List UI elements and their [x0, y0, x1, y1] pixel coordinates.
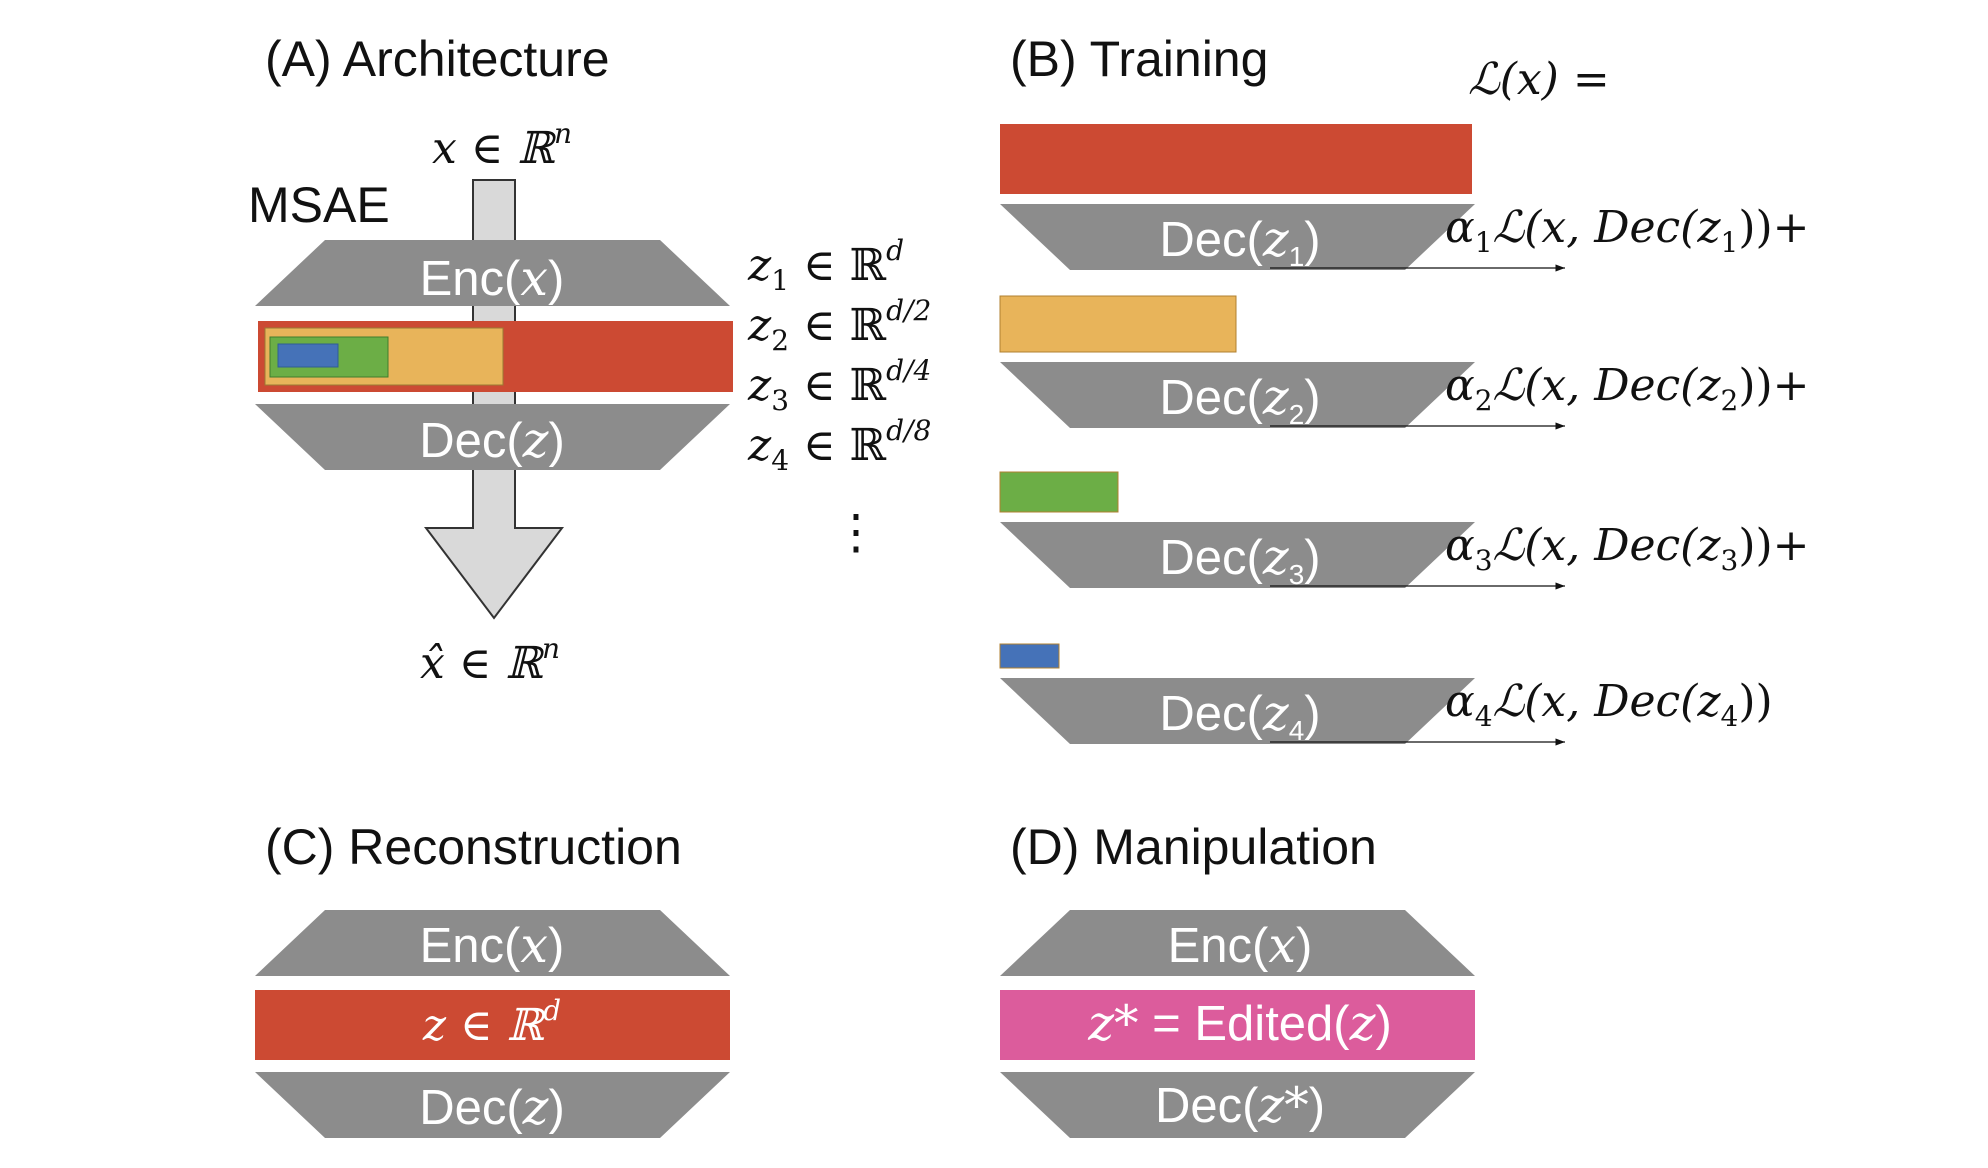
training-decoder-label-2: Dec(z2): [1159, 369, 1320, 430]
panel-manipulation: (D) Manipulation Enc(x) z* = Edited(z) D…: [1000, 819, 1475, 1138]
latent-ellipsis: ⋮: [832, 504, 880, 560]
manipulation-encoder-label: Enc(x): [1168, 917, 1313, 974]
manipulation-decoder-label: Dec(z*): [1155, 1077, 1325, 1134]
manipulation-encoder-block: [1000, 910, 1475, 976]
training-rows: Dec(z1) α1ℒ(x, Dec(z1))+ Dec(z2) α2ℒ(x, Dec…: [999, 124, 1810, 746]
training-loss-term-4: α4ℒ(x, Dec(z4)): [1445, 676, 1773, 733]
training-decoder-block-3: [1000, 522, 1475, 588]
reconstruction-encoder-label: Enc(x): [420, 917, 565, 974]
latent-bar-z4: [277, 343, 339, 368]
decoder-label: Dec(z): [419, 412, 565, 469]
reconstruction-encoder-block: [255, 910, 730, 976]
panel-b-title: (B) Training: [1010, 31, 1268, 87]
latent-label-z1: z1 ∈ ℝd: [747, 234, 904, 297]
training-loss-term-2: α2ℒ(x, Dec(z2))+: [1445, 360, 1810, 417]
training-latent-bar-3: [999, 471, 1119, 513]
reconstruction-decoder-label: Dec(z): [419, 1079, 565, 1136]
training-latent-bar-4: [999, 643, 1060, 669]
latent-label-z2: z2 ∈ ℝd/2: [747, 294, 931, 357]
training-decoder-block-2: [1000, 362, 1475, 428]
encoder-block: [255, 240, 730, 306]
training-decoder-label-3: Dec(z3): [1159, 529, 1320, 590]
training-decoder-block-1: [1000, 204, 1475, 270]
decoder-block: [255, 404, 730, 470]
flow-arrow: [423, 179, 565, 620]
latent-legend: z1 ∈ ℝd z2 ∈ ℝd/2 z3 ∈ ℝd/4 z4 ∈ ℝd/8 ⋮: [747, 234, 931, 560]
training-latent-bar-1: [1000, 124, 1472, 194]
encoder-label: Enc(x): [420, 250, 565, 307]
manipulation-latent-label: z* = Edited(z): [1087, 995, 1392, 1052]
panel-c-title: (C) Reconstruction: [265, 819, 682, 875]
reconstruction-latent-bar: [255, 990, 730, 1060]
latent-label-z3: z3 ∈ ℝd/4: [747, 354, 931, 417]
panel-d-title: (D) Manipulation: [1010, 819, 1377, 875]
latent-label-z4: z4 ∈ ℝd/8: [747, 414, 931, 477]
manipulation-latent-bar: [1000, 990, 1475, 1060]
training-decoder-block-4: [1000, 678, 1475, 744]
manipulation-decoder-block: [1000, 1072, 1475, 1138]
panel-a-title: (A) Architecture: [265, 31, 610, 87]
training-loss-term-3: α3ℒ(x, Dec(z3))+: [1445, 520, 1810, 577]
panel-training: (B) Training ℒ(x) = Dec(z1) α1ℒ(x, Dec(z1…: [999, 31, 1810, 746]
msae-label: MSAE: [248, 177, 390, 233]
input-label: x ∈ ℝn: [432, 117, 572, 174]
output-label: x̂ ∈ ℝn: [420, 632, 560, 689]
reconstruction-decoder-block: [255, 1072, 730, 1138]
training-decoder-label-4: Dec(z4): [1159, 685, 1320, 746]
training-latent-bar-2: [999, 295, 1237, 353]
training-loss-term-1: α1ℒ(x, Dec(z1))+: [1445, 202, 1810, 259]
panel-architecture: (A) Architecture x ∈ ℝn MSAE Enc(x) Dec(…: [248, 31, 931, 689]
training-decoder-label-1: Dec(z1): [1159, 211, 1320, 272]
panel-reconstruction: (C) Reconstruction Enc(x) z ∈ ℝd Dec(z): [255, 819, 730, 1138]
loss-head: ℒ(x) =: [1468, 54, 1610, 105]
reconstruction-latent-label: z ∈ ℝd: [422, 994, 561, 1051]
